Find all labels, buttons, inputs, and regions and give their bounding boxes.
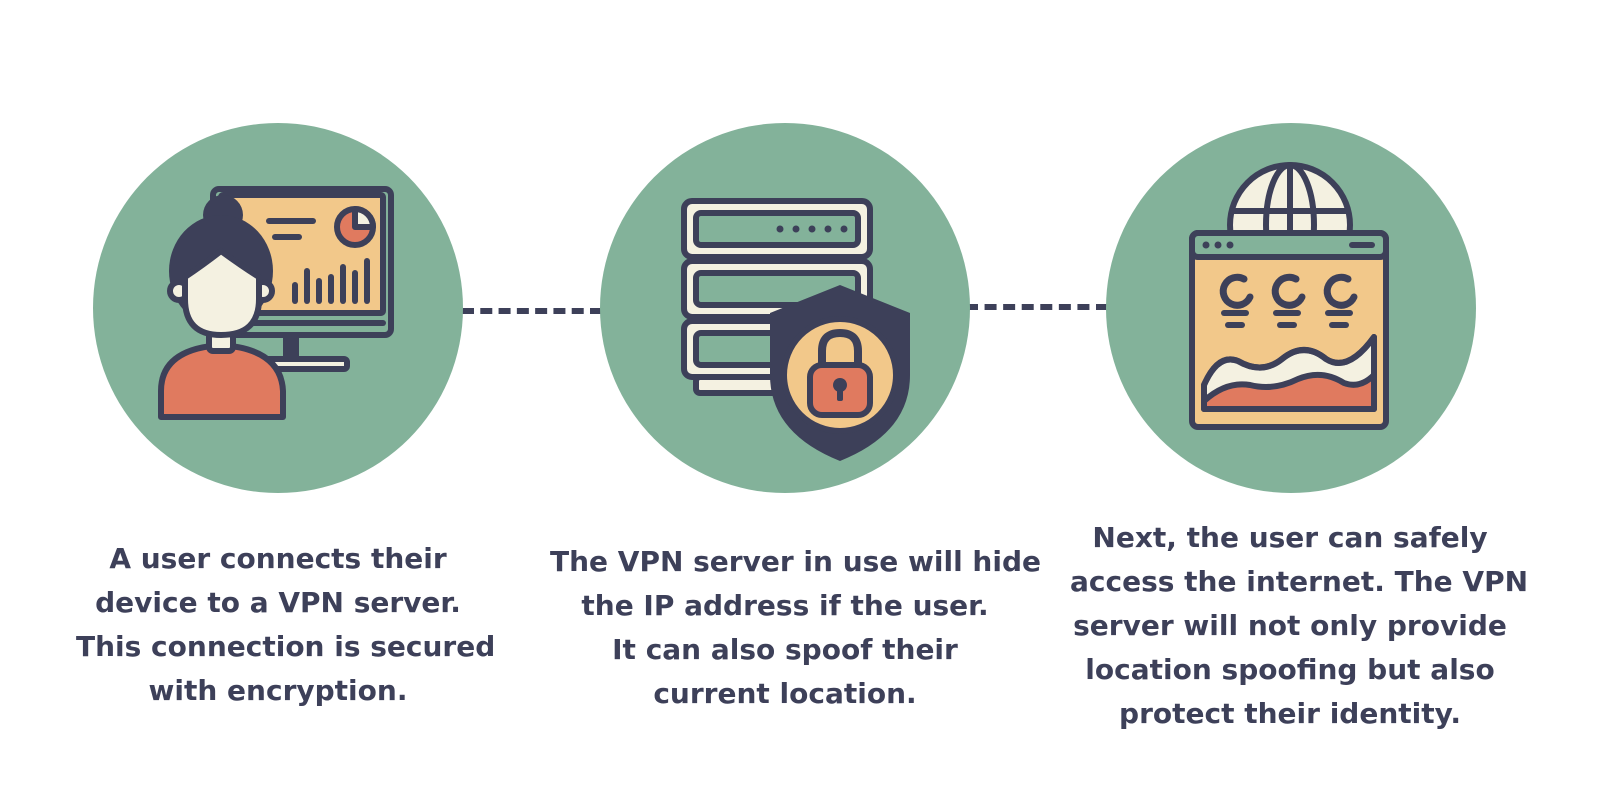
user-computer-icon	[158, 186, 394, 420]
caption-line: location spoofing but also	[1085, 653, 1495, 686]
caption-line: current location.	[653, 677, 917, 710]
step-2-circle	[600, 123, 970, 493]
step-1-circle	[93, 123, 463, 493]
caption-line: with encryption.	[148, 674, 408, 707]
step-3-caption: Next, the user can safely access the int…	[1070, 516, 1529, 736]
caption-line: the IP address if the user.	[581, 589, 989, 622]
caption-line: server will not only provide	[1073, 609, 1507, 642]
caption-line: This connection is secured	[76, 630, 496, 663]
globe-browser-icon	[1189, 162, 1389, 430]
caption-line: The VPN server in use will hide	[550, 545, 1041, 578]
caption-line: Next, the user can safely	[1092, 521, 1488, 554]
step-1-caption: A user connects their device to a VPN se…	[76, 537, 496, 713]
step-3-circle	[1106, 123, 1476, 493]
caption-line: device to a VPN server.	[95, 586, 461, 619]
caption-line: It can also spoof their	[612, 633, 958, 666]
caption-line: access the internet. The VPN	[1070, 565, 1529, 598]
connector-2-3	[966, 304, 1108, 310]
connector-1-2	[462, 308, 602, 314]
caption-line: protect their identity.	[1119, 697, 1461, 730]
caption-line: A user connects their	[109, 542, 447, 575]
secure-server-icon	[681, 198, 910, 461]
step-2-caption: The VPN server in use will hide the IP a…	[550, 540, 1041, 716]
